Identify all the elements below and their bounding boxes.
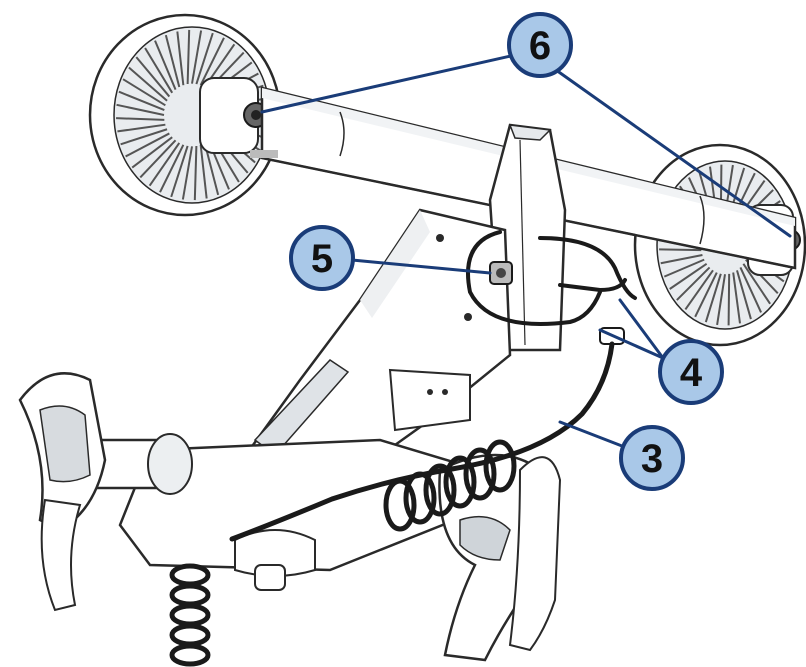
- fan-blade: [135, 56, 171, 98]
- fan-blade: [118, 90, 165, 112]
- fan-blade: [139, 139, 177, 179]
- fan-blade: [181, 146, 193, 200]
- fan-blade: [716, 274, 726, 326]
- fan-blade: [191, 30, 203, 84]
- fan-blade: [154, 40, 177, 91]
- fan-blade: [122, 78, 166, 107]
- callout-4: 4: [658, 339, 724, 405]
- fan-blade: [663, 258, 705, 278]
- callout-4-label: 4: [680, 351, 703, 395]
- fan-blade: [742, 263, 771, 305]
- callout-5: 5: [289, 225, 355, 291]
- callout-3: 3: [619, 425, 685, 491]
- fan-blade: [170, 145, 189, 198]
- fan-blade: [660, 254, 703, 265]
- fan-blade: [676, 266, 711, 301]
- fan-blade: [164, 34, 181, 88]
- callout-6: 6: [507, 12, 573, 78]
- fan-blade: [195, 32, 214, 85]
- fan-blade: [116, 117, 165, 121]
- coil-loop: [169, 583, 211, 607]
- fan-blade: [186, 29, 191, 85]
- coil-loop: [169, 623, 211, 647]
- center-bolt: [489, 261, 513, 285]
- fan-blade: [659, 248, 702, 252]
- fan-blade: [193, 145, 198, 201]
- coil-loop: [463, 447, 497, 501]
- fan-blade: [736, 270, 752, 320]
- fan-blade: [694, 272, 718, 318]
- coil-loop: [403, 471, 437, 525]
- fan-blade: [199, 144, 208, 199]
- left-fan-wheel: [88, 13, 282, 217]
- fan-blade: [176, 31, 185, 86]
- fan-blade: [199, 37, 225, 86]
- fan-blade: [131, 136, 173, 169]
- coil-loop: [383, 478, 417, 532]
- lower-bracket: [118, 368, 482, 591]
- callout-6-label: 6: [529, 24, 551, 68]
- fan-blade: [125, 132, 170, 158]
- left-handlebar: [18, 372, 193, 612]
- fan-blade: [732, 272, 741, 324]
- coiled-cable-loops: [383, 439, 517, 532]
- lower-coiled-cable: [169, 563, 211, 667]
- fan-blade: [159, 144, 185, 193]
- fan-blade: [727, 273, 731, 326]
- fan-blade: [148, 142, 181, 187]
- coil-loop: [169, 563, 211, 587]
- callout-5-label: 5: [311, 237, 333, 281]
- fan-blade: [120, 128, 168, 146]
- leader-lines: [260, 53, 792, 448]
- coil-loop: [169, 643, 211, 667]
- fan-blade: [669, 262, 708, 290]
- callout-3-label: 3: [641, 437, 663, 481]
- fan-blade: [739, 267, 762, 313]
- fan-blade: [144, 47, 174, 94]
- fan-blade: [117, 123, 166, 133]
- fan-blade: [128, 66, 168, 102]
- coil-loop: [443, 455, 477, 509]
- fan-blade: [684, 269, 714, 310]
- fan-blade: [704, 273, 722, 323]
- coil-loop: [483, 439, 517, 493]
- fan-blade: [116, 103, 165, 116]
- coil-loop: [169, 603, 211, 627]
- coil-loop: [423, 463, 457, 517]
- right-brake-hood: [438, 453, 562, 662]
